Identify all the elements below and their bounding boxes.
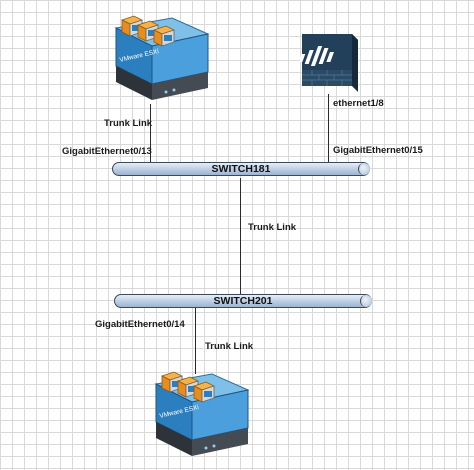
esxi-server-icon: VMware ESXi	[154, 371, 250, 456]
ge013-port-label: GigabitEthernet0/13	[62, 146, 152, 157]
esxi-server-bottom: VMware ESXi	[146, 368, 250, 460]
switch181-bus: SWITCH181	[112, 162, 370, 176]
switch201-label: SWITCH201	[213, 295, 273, 307]
esxi-server-icon: VMware ESXi	[114, 15, 210, 100]
ge015-port-label: GigabitEthernet0/15	[333, 145, 423, 156]
link-switch201-to-esxi-bottom	[195, 308, 196, 374]
link-firewall-to-switch181	[328, 94, 329, 162]
ethernet18-port-label: ethernet1/8	[333, 98, 384, 109]
ge014-port-label: GigabitEthernet0/14	[95, 319, 185, 330]
link-esxi-top-to-switch181	[150, 104, 151, 162]
palo-alto-firewall-icon	[298, 34, 358, 92]
esxi-server-top: VMware ESXi	[106, 12, 210, 104]
trunk-link-top-label: Trunk Link	[104, 118, 153, 129]
link-switch181-to-switch201	[240, 178, 241, 294]
switch181-label: SWITCH181	[211, 163, 271, 175]
trunk-link-middle-label: Trunk Link	[248, 222, 297, 233]
trunk-link-bottom-label: Trunk Link	[205, 341, 254, 352]
switch201-bus: SWITCH201	[114, 294, 372, 308]
firewall-device	[298, 30, 360, 94]
